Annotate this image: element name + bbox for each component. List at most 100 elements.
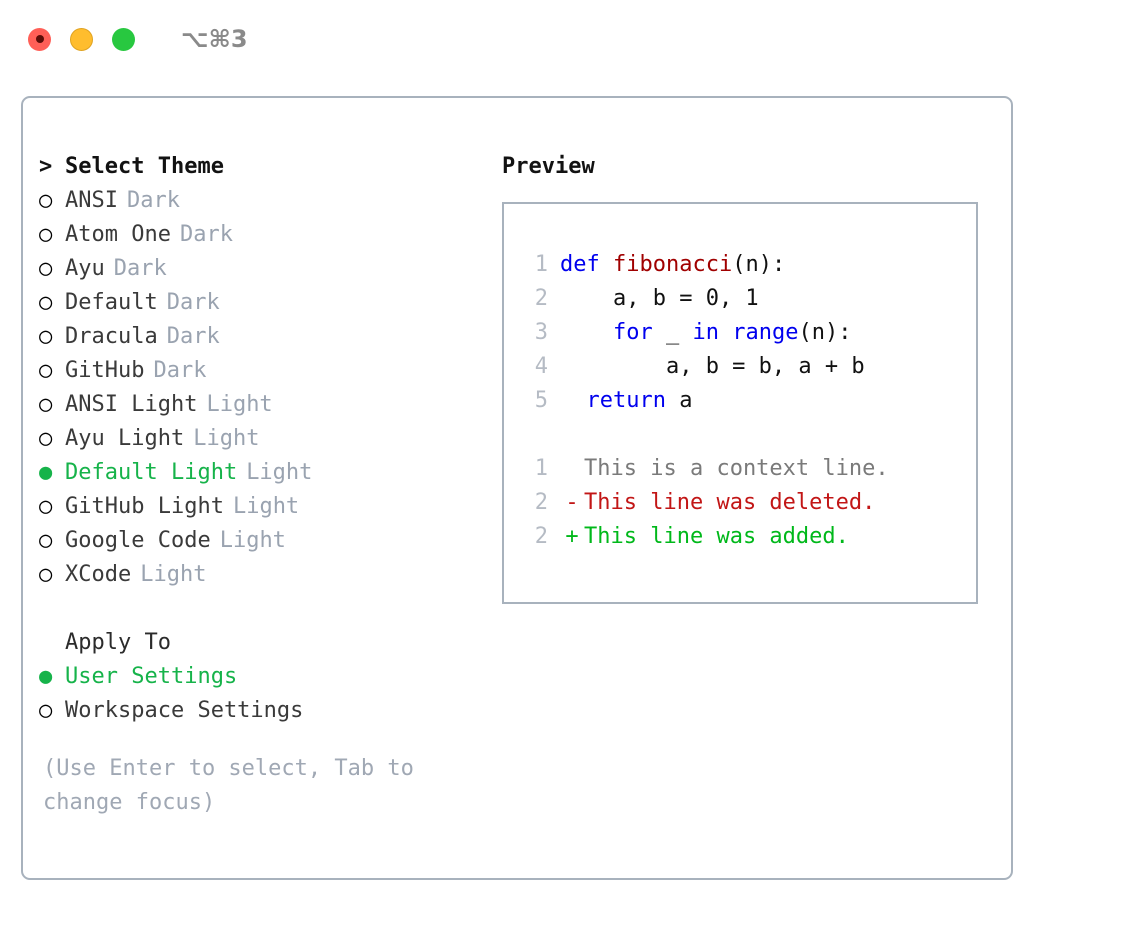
code-token-plain: a xyxy=(665,388,693,413)
title-bar: ⌥⌘3 xyxy=(0,0,1140,78)
radio-unselected-icon: ○ xyxy=(39,290,53,315)
radio-unselected-icon: ○ xyxy=(39,392,53,417)
theme-option-label: ANSI xyxy=(65,188,118,213)
theme-variant-badge: Light xyxy=(246,460,313,485)
radio-unselected-icon: ○ xyxy=(39,494,53,519)
diff-line-content: This is a context line. xyxy=(584,456,889,481)
theme-option-label: Ayu xyxy=(65,256,105,281)
keyboard-shortcut-label: ⌥⌘3 xyxy=(181,25,248,53)
code-token-plain: (n): xyxy=(798,320,852,345)
theme-variant-badge: Light xyxy=(193,426,260,451)
code-line-number: 2 xyxy=(534,286,548,311)
theme-option-label: Dracula xyxy=(65,324,158,349)
theme-option-atom-one[interactable]: ○ Atom One Dark xyxy=(39,218,489,252)
theme-option-ansi[interactable]: ○ ANSI Dark xyxy=(39,184,489,218)
theme-variant-badge: Dark xyxy=(153,358,207,383)
diff-marker-icon xyxy=(560,452,584,486)
apply-to-option-user-settings[interactable]: ● User Settings xyxy=(39,660,489,694)
diff-line-number: 1 xyxy=(534,456,548,481)
code-line-content: for _ in range(n): xyxy=(560,316,851,350)
theme-option-default[interactable]: ○ Default Dark xyxy=(39,286,489,320)
radio-unselected-icon: ○ xyxy=(39,358,53,383)
theme-option-label: XCode xyxy=(65,562,132,587)
diff-line-content: This line was added. xyxy=(584,524,849,549)
theme-variant-badge: Dark xyxy=(113,256,167,281)
apply-to-header: Apply To xyxy=(39,626,489,660)
apply-to-option-label: User Settings xyxy=(65,664,238,689)
diff-sample: 1 This is a context line.2-This line was… xyxy=(504,452,976,554)
theme-variant-badge: Dark xyxy=(166,290,220,315)
theme-option-label: ANSI Light xyxy=(65,392,198,417)
diff-line-number: 2 xyxy=(534,490,548,515)
close-window-button[interactable] xyxy=(28,27,51,51)
radio-unselected-icon: ○ xyxy=(39,562,53,587)
theme-variant-badge: Light xyxy=(140,562,207,587)
code-token-plain: (n): xyxy=(732,252,786,277)
maximize-window-button[interactable] xyxy=(112,27,135,51)
list-spacer xyxy=(39,592,489,626)
diff-line-content: This line was deleted. xyxy=(584,490,876,515)
apply-to-header-gutter xyxy=(39,626,65,660)
code-line-number: 4 xyxy=(534,354,548,379)
apply-to-option-label: Workspace Settings xyxy=(65,698,304,723)
diff-line-del: 2-This line was deleted. xyxy=(504,486,976,520)
diff-line-add: 2 +This line was added. xyxy=(504,520,976,554)
code-token-plain xyxy=(560,388,587,413)
code-token-plain xyxy=(600,252,613,277)
theme-option-label: Ayu Light xyxy=(65,426,185,451)
apply-to-option-workspace-settings[interactable]: ○ Workspace Settings xyxy=(39,694,489,728)
radio-selected-icon: ● xyxy=(39,664,53,689)
theme-option-label: Google Code xyxy=(65,528,211,553)
theme-option-label: Atom One xyxy=(65,222,171,247)
code-token-plain xyxy=(719,320,732,345)
theme-variant-badge: Dark xyxy=(179,222,233,247)
diff-marker-icon: + xyxy=(565,524,579,549)
radio-unselected-icon: ○ xyxy=(39,188,53,213)
select-theme-header-label: Select Theme xyxy=(65,154,224,179)
theme-option-label: Default xyxy=(65,290,158,315)
code-line-content: return a xyxy=(560,384,693,418)
theme-option-ayu-light[interactable]: ○ Ayu Light Light xyxy=(39,422,489,456)
radio-unselected-icon: ○ xyxy=(39,528,53,553)
theme-option-github[interactable]: ○ GitHub Dark xyxy=(39,354,489,388)
diff-line-number: 2 xyxy=(534,524,548,549)
theme-option-label: Default Light xyxy=(65,460,238,485)
theme-option-label: GitHub xyxy=(65,358,145,383)
code-line-content: a, b = 0, 1 xyxy=(560,282,759,316)
theme-option-xcode[interactable]: ○ XCode Light xyxy=(39,558,489,592)
code-token-plain: a, b = b, a + b xyxy=(560,354,865,379)
code-line: 3 for _ in range(n): xyxy=(504,316,976,350)
header-caret-icon: > xyxy=(39,154,53,179)
theme-option-ayu[interactable]: ○ Ayu Dark xyxy=(39,252,489,286)
theme-option-label: GitHub Light xyxy=(65,494,224,519)
code-token-kw: range xyxy=(732,320,799,345)
code-line: 4 a, b = b, a + b xyxy=(504,350,976,384)
code-token-kw: in xyxy=(692,320,719,345)
traffic-light-group xyxy=(28,27,135,51)
diff-line-ctx: 1 This is a context line. xyxy=(504,452,976,486)
radio-unselected-icon: ○ xyxy=(39,222,53,247)
code-token-kw: return xyxy=(586,388,666,413)
code-token-plain xyxy=(560,320,613,345)
minimize-window-button[interactable] xyxy=(70,27,93,51)
code-token-plain: _ xyxy=(652,320,693,345)
code-token-kw: def xyxy=(560,252,600,277)
diff-marker-icon: - xyxy=(565,490,579,515)
preview-title: Preview xyxy=(502,154,595,179)
theme-variant-badge: Dark xyxy=(126,188,180,213)
code-line-number: 3 xyxy=(534,320,548,345)
radio-unselected-icon: ○ xyxy=(39,426,53,451)
radio-unselected-icon: ○ xyxy=(39,698,53,723)
radio-unselected-icon: ○ xyxy=(39,256,53,281)
